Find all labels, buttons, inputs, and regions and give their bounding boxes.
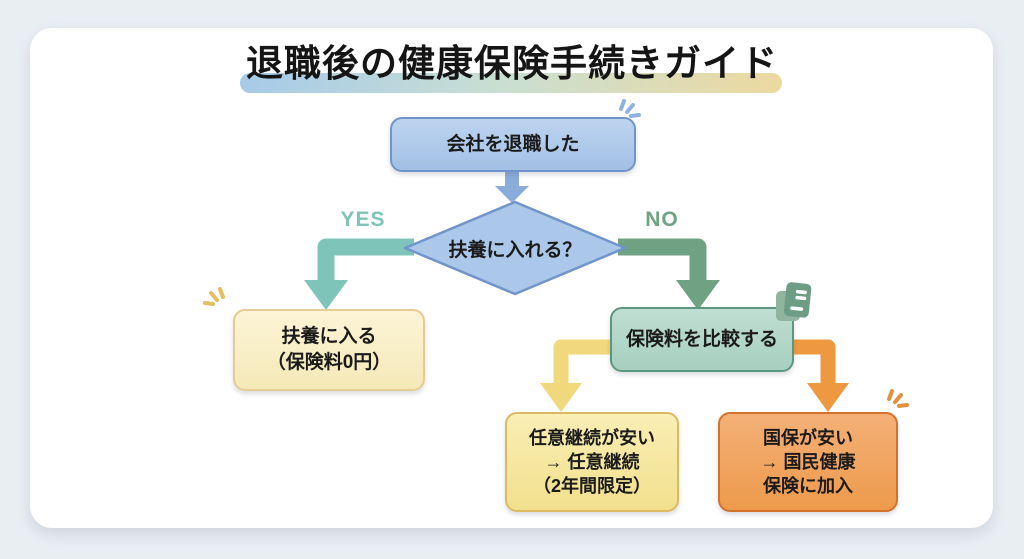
arrow-to-kokuho: [785, 332, 875, 419]
dependent-result-node: 扶養に入る （保険料0円）: [233, 309, 425, 391]
compare-node-label: 保険料を比較する: [625, 328, 778, 350]
no-branch-label: NO: [645, 208, 679, 231]
voluntary-line-2: → 任意継続: [544, 451, 640, 472]
start-node-label: 会社を退職した: [446, 133, 580, 155]
arrow-yes-branch: [302, 231, 416, 318]
compare-node: 保険料を比較する: [610, 307, 794, 372]
page-title: 退職後の健康保険手続きガイド: [246, 43, 778, 84]
arrow-to-voluntary: [539, 332, 629, 419]
kokuho-line-1: 国保が安い: [763, 427, 853, 448]
kokuho-result-node: 国保が安い → 国民健康 保険に加入: [718, 412, 898, 512]
title-highlight-bar: [240, 73, 782, 93]
voluntary-line-1: 任意継続が安い: [529, 427, 655, 448]
start-node: 会社を退職した: [390, 117, 636, 172]
sparkle-icon: [612, 98, 642, 126]
arrow-no-branch: [618, 231, 732, 318]
voluntary-line-3: （2年間限定）: [532, 476, 651, 497]
sparkle-icon: [202, 286, 232, 314]
voluntary-result-node: 任意継続が安い → 任意継続 （2年間限定）: [505, 412, 679, 512]
decision-label: 扶養に入れる？: [448, 239, 582, 261]
kokuho-line-2: → 国民健康: [760, 451, 856, 472]
dependent-line-2: （保険料0円）: [266, 352, 392, 373]
yes-branch-label: YES: [340, 208, 386, 231]
dependent-line-1: 扶養に入る: [281, 326, 377, 348]
decision-node: 扶養に入れる？: [402, 200, 628, 296]
document-icon: [772, 281, 816, 325]
sparkle-icon: [880, 388, 910, 416]
kokuho-line-3: 保険に加入: [763, 476, 853, 497]
